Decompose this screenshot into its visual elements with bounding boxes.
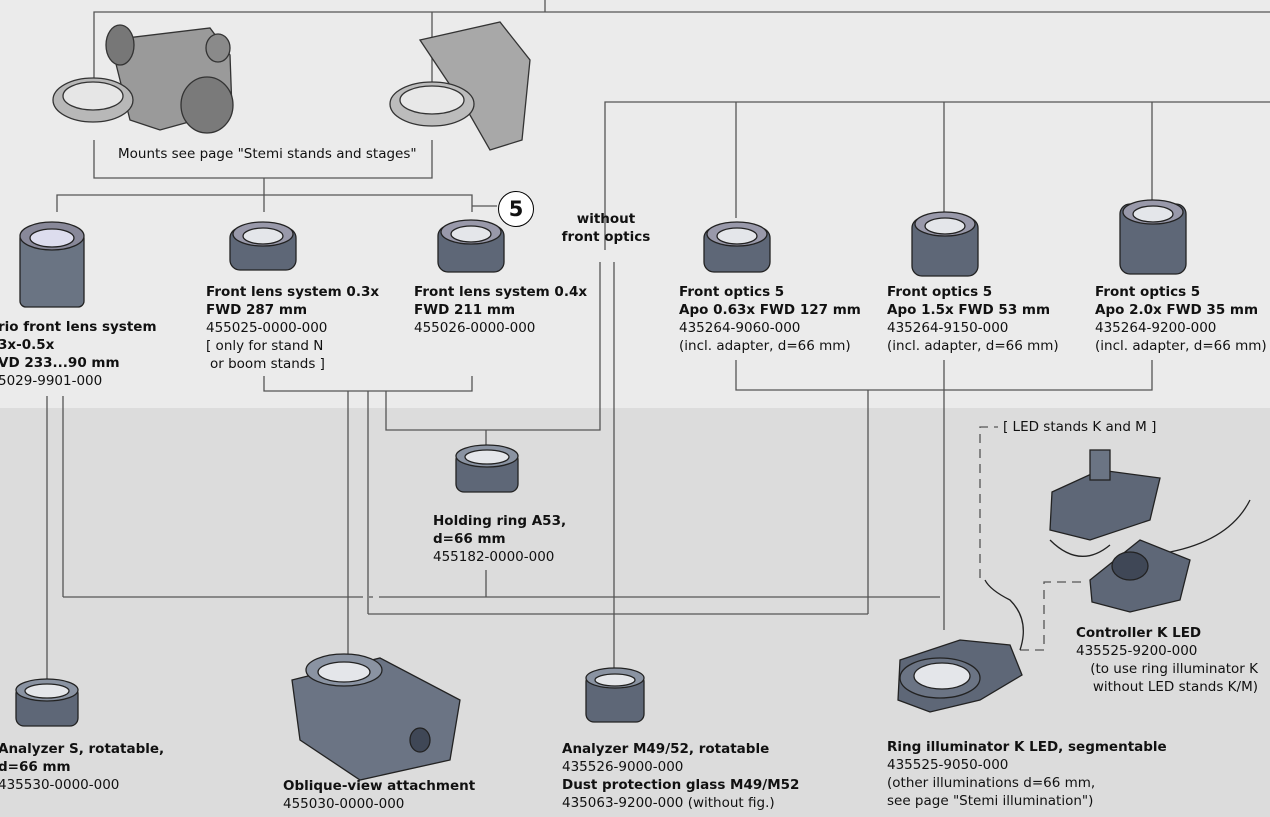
without-front-optics-label: without front optics <box>561 211 651 245</box>
vario-lens-label: rio front lens system 3x-0.5x VD 233...9… <box>0 319 157 389</box>
front-lens-03-label: Front lens system 0.3x FWD 287 mm 455025… <box>206 284 380 372</box>
front-optics-15-label: Front optics 5 Apo 1.5x FWD 53 mm 435264… <box>887 284 1059 354</box>
controller-label: Controller K LED 435525-9200-000 (to use… <box>1076 625 1258 695</box>
ring-illuminator-label: Ring illuminator K LED, segmentable 4355… <box>887 739 1167 809</box>
oblique-label: Oblique-view attachment 455030-0000-000 <box>283 778 476 812</box>
analyzer-s-label: Analyzer S, rotatable, d=66 mm 435530-00… <box>0 741 165 793</box>
lower-panel <box>0 408 1270 817</box>
holding-ring-label: Holding ring A53, d=66 mm 455182-0000-00… <box>433 513 567 565</box>
analyzer-m-label: Analyzer M49/52, rotatable 435526-9000-0… <box>562 741 800 811</box>
front-lens-04-label: Front lens system 0.4x FWD 211 mm 455026… <box>414 284 588 336</box>
front-optics-20-label: Front optics 5 Apo 2.0x FWD 35 mm 435264… <box>1095 284 1267 354</box>
callout-number: 5 <box>498 191 534 227</box>
front-optics-063-label: Front optics 5 Apo 0.63x FWD 127 mm 4352… <box>679 284 861 354</box>
mounts-caption: Mounts see page "Stemi stands and stages… <box>118 146 417 162</box>
led-stands-note: [ LED stands K and M ] <box>1003 419 1157 435</box>
